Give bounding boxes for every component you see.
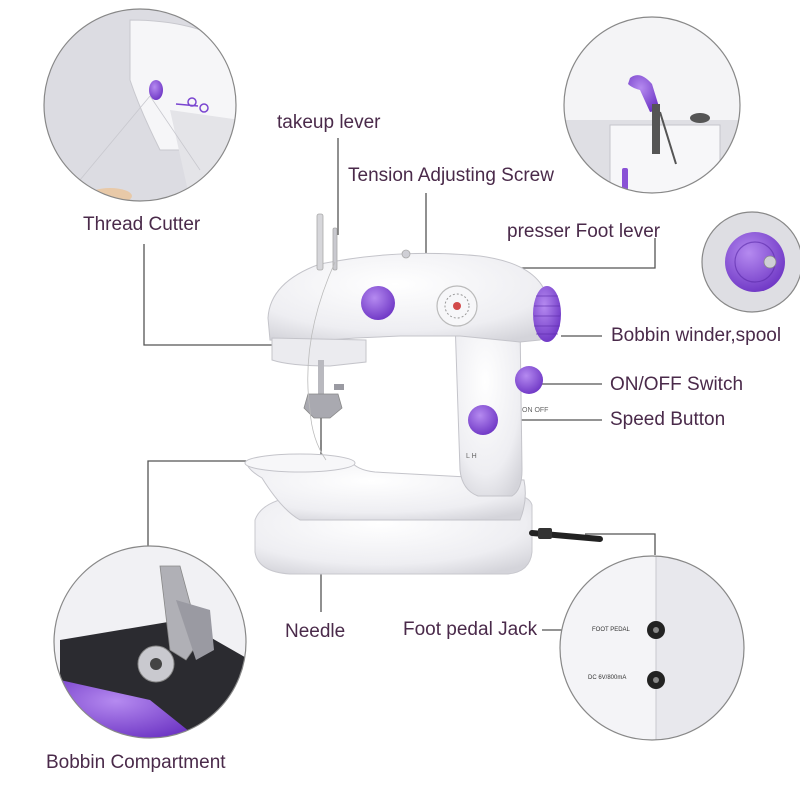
bed-top [244, 453, 356, 473]
label-foot-pedal-jack: Foot pedal Jack [403, 619, 538, 640]
label-needle: Needle [285, 621, 346, 642]
spool-pin-right [332, 227, 338, 271]
label-presser-foot: presser Foot lever [507, 221, 661, 242]
inset-bobbin-winder [701, 211, 800, 313]
svg-text:ON OFF: ON OFF [522, 407, 548, 414]
inset-thread-cutter [43, 8, 237, 202]
leader-jack-to-circle [585, 533, 656, 555]
machine-arm [267, 252, 552, 343]
sewing-machine: ON OFF L H [244, 213, 603, 575]
leader-thread-cutter [143, 244, 274, 346]
leader-bobbin-compartment [147, 460, 246, 553]
needle-bar [318, 360, 324, 394]
label-on-off: ON/OFF Switch [610, 374, 744, 395]
spool-pin-left [316, 213, 324, 271]
machine-bed [245, 459, 526, 521]
tension-knob [361, 286, 395, 320]
label-thread-cutter: Thread Cutter [83, 214, 201, 235]
label-bobbin-winder: Bobbin winder,spool [611, 325, 782, 346]
inset-takeup-lever [563, 16, 741, 194]
label-takeup-lever: takeup lever [277, 112, 381, 133]
speed-button [468, 405, 498, 435]
label-tension-screw: Tension Adjusting Screw [348, 165, 554, 186]
jack-foot-pedal-text: FOOT PEDAL [592, 627, 630, 633]
thread-line [307, 261, 336, 461]
inset-bobbin-compartment [53, 545, 247, 739]
svg-text:L H: L H [466, 453, 477, 460]
machine-nose [271, 337, 367, 367]
jack-dc-text: DC 6V/800mA [588, 675, 627, 681]
spool-pin-top [401, 249, 411, 259]
inset-foot-pedal-jack [559, 555, 745, 741]
label-speed-button: Speed Button [610, 409, 726, 430]
presser-foot [303, 393, 343, 419]
label-bobbin-compartment: Bobbin Compartment [46, 752, 226, 773]
on-off-button [515, 366, 543, 394]
leader-presser-foot [462, 238, 656, 269]
hand-wheel [533, 286, 561, 342]
